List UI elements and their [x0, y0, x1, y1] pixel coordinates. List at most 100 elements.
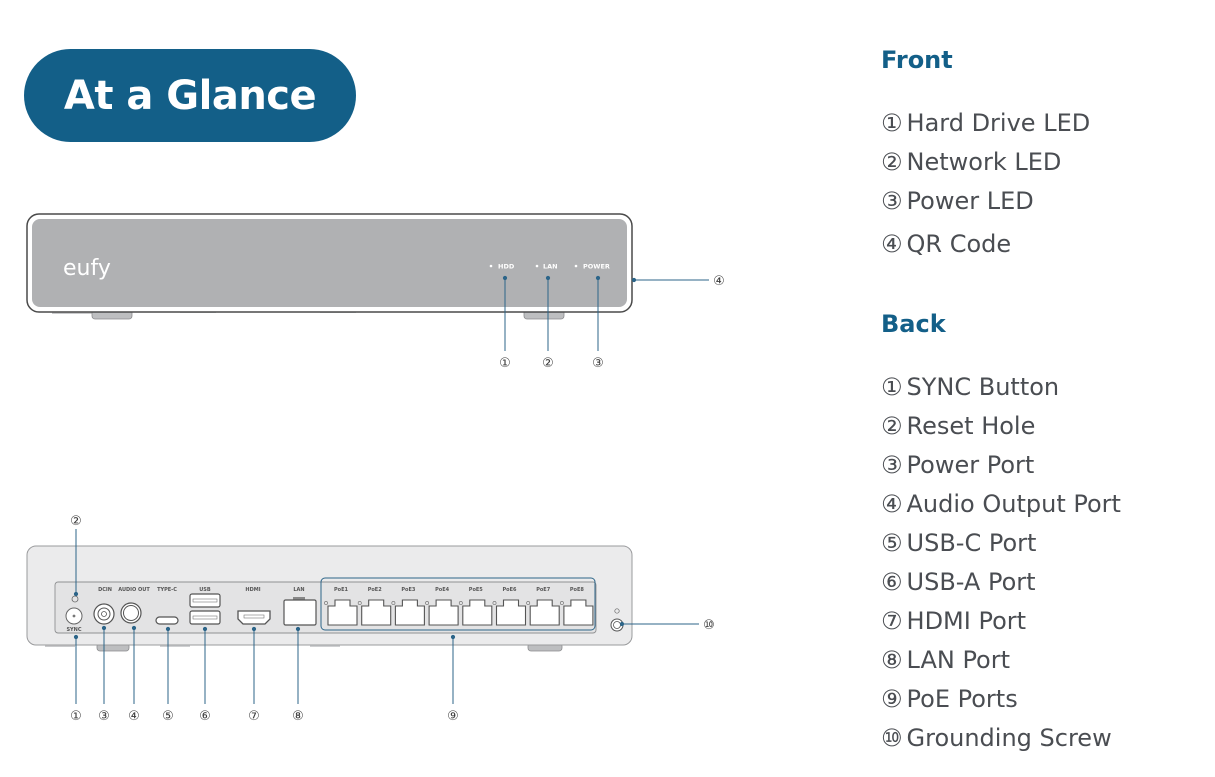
sync-label: SYNC — [66, 627, 81, 633]
legend-number: ⑦ — [881, 607, 903, 635]
legend-number: ② — [881, 148, 903, 176]
poe-port-label: PoE1 — [334, 587, 349, 593]
legend-label: Network LED — [906, 148, 1062, 176]
callout-dot — [595, 275, 601, 281]
callout-4: ④ — [128, 709, 140, 724]
legend-number: ⑩ — [881, 724, 903, 752]
usb-c-port-icon — [155, 616, 179, 625]
lan-port-latch — [293, 597, 305, 600]
poe-led-icon — [357, 601, 362, 605]
poe-group-outline — [320, 577, 596, 631]
hdmi-port-icon — [237, 610, 271, 625]
poe-port-icon — [327, 599, 358, 626]
legend-number: ① — [881, 373, 903, 401]
callout-2: ② — [70, 514, 82, 529]
callout-dot — [101, 625, 107, 631]
reset-hole-icon — [71, 595, 79, 603]
callout-3: ③ — [98, 709, 110, 724]
poe-port: PoE1 — [324, 587, 358, 626]
callout-dot — [73, 591, 79, 597]
eufy-logo: eufy — [63, 256, 111, 281]
legend-label: Grounding Screw — [906, 724, 1112, 752]
callout-6: ⑥ — [199, 709, 211, 724]
legend-label: Audio Output Port — [906, 490, 1121, 518]
legend-number: ① — [881, 109, 903, 137]
callout-dot — [450, 634, 456, 640]
callout-10: ⑩ — [703, 618, 715, 633]
lan-port-icon — [283, 599, 317, 626]
poe-port: PoE6 — [492, 587, 527, 626]
legend-number: ⑧ — [881, 646, 903, 674]
callout-dot — [631, 277, 637, 283]
legend-back-heading: Back — [881, 310, 946, 338]
poe-ports: PoE1 PoE2 PoE3 PoE4 PoE5 PoE6 PoE7 PoE8 — [324, 587, 594, 626]
callout-dot — [73, 634, 79, 640]
legend-number: ④ — [881, 490, 903, 518]
callout-dot — [131, 625, 137, 631]
poe-port: PoE3 — [391, 587, 425, 626]
callout-dot — [295, 626, 301, 632]
legend-number: ④ — [881, 230, 903, 258]
poe-port: PoE5 — [458, 587, 493, 626]
poe-led-icon — [526, 601, 531, 605]
lan-led-icon — [535, 264, 539, 268]
callout-1: ① — [70, 709, 82, 724]
callout-dot — [202, 626, 208, 632]
legend-number: ③ — [881, 187, 903, 215]
poe-port-icon — [428, 599, 459, 626]
legend-label: Power Port — [906, 451, 1035, 479]
hdmi-label: HDMI — [245, 587, 260, 593]
poe-port-icon — [495, 599, 527, 626]
callout-dot — [165, 626, 171, 632]
callout-9: ⑨ — [447, 709, 459, 724]
lan-label: LAN — [543, 263, 558, 271]
callout-1: ① — [499, 356, 511, 371]
usb-a-port-icon — [189, 610, 221, 625]
title-badge: At a Glance — [24, 49, 356, 142]
poe-port-icon — [361, 599, 392, 626]
legend-number: ⑤ — [881, 529, 903, 557]
usb-a-tongue — [192, 598, 218, 603]
poe-port-label: PoE4 — [435, 587, 450, 593]
poe-port-label: PoE5 — [469, 587, 484, 593]
ground-symbol-icon — [614, 608, 620, 614]
hdmi-tongue — [243, 614, 265, 619]
power-label: POWER — [583, 263, 610, 271]
poe-port-label: PoE2 — [368, 587, 383, 593]
poe-port-label: PoE7 — [536, 587, 551, 593]
usb-a-tongue — [192, 615, 218, 620]
legend-label: USB-A Port — [906, 568, 1036, 596]
legend-label: HDMI Port — [906, 607, 1027, 635]
legend-label: Reset Hole — [906, 412, 1036, 440]
legend-number: ⑨ — [881, 685, 903, 713]
poe-led-icon — [324, 601, 328, 605]
poe-port: PoE7 — [526, 587, 560, 626]
poe-port: PoE4 — [425, 587, 459, 626]
callout-dot — [545, 275, 551, 281]
poe-port-label: PoE8 — [570, 587, 585, 593]
callout-7: ⑦ — [248, 709, 260, 724]
usb-label: USB — [199, 587, 211, 593]
poe-led-icon — [492, 601, 497, 605]
poe-port-icon — [563, 599, 594, 626]
poe-port: PoE8 — [560, 587, 594, 626]
legend-front-heading: Front — [881, 46, 953, 74]
poe-port-label: PoE3 — [401, 587, 416, 593]
hdd-label: HDD — [498, 263, 515, 271]
page-title: At a Glance — [63, 72, 317, 119]
legend-label: QR Code — [906, 230, 1012, 258]
